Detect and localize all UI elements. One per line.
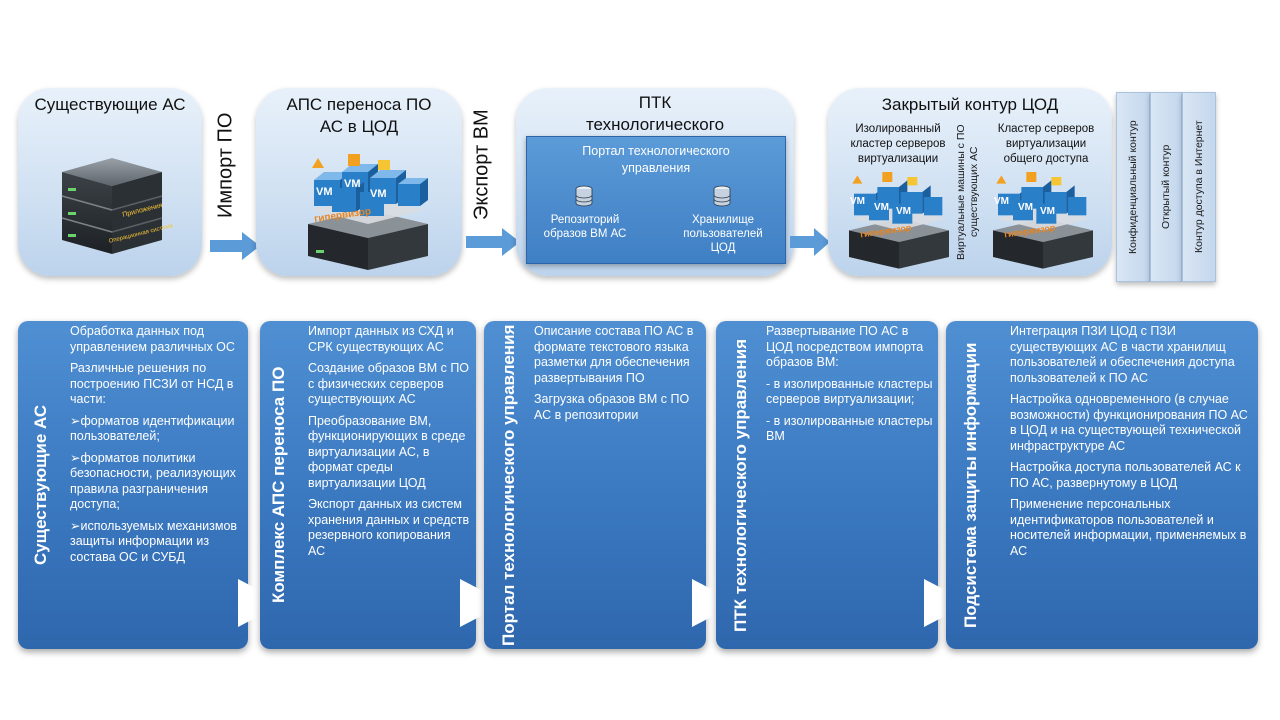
panel-body: Описание состава ПО АС в формате текстов…	[534, 324, 702, 429]
database-icon	[713, 185, 731, 207]
stage-closed-contour: Закрытый контур ЦОД Изолированный класте…	[828, 88, 1112, 276]
vm-label: VM	[1040, 206, 1055, 217]
vm-label: VM	[344, 178, 361, 190]
stage-aps-title: АПС переноса ПО АС в ЦОД	[286, 95, 432, 136]
arrow-right-icon	[466, 228, 520, 256]
panel-portal: Портал технологического управления Описа…	[484, 321, 738, 649]
contour-open: Открытый контур	[1150, 92, 1182, 282]
vm-label: VM	[316, 186, 333, 198]
stage-ptk: ПТК технологического управления Портал т…	[516, 88, 794, 276]
panel-paragraph: ➢используемых механизмов защиты информац…	[70, 518, 238, 564]
panel-paragraph: Создание образов ВМ с ПО с физических се…	[308, 361, 470, 406]
panel-paragraph: ➢форматов политики безопасности, реализу…	[70, 450, 236, 512]
contour-open-label: Открытый контур	[1160, 144, 1172, 230]
vm-label: VM	[850, 196, 865, 207]
stage-existing-as: Существующие АС Приложения Операционная …	[18, 88, 202, 276]
panel-security: Подсистема защиты информации Интеграция …	[946, 321, 1258, 649]
panel-paragraph: Интеграция ПЗИ ЦОД с ПЗИ существующих АС…	[1010, 324, 1235, 385]
panel-title: ПТК технологического управления	[731, 338, 750, 632]
arrow-right-icon	[790, 228, 830, 256]
vm-label: VM	[1018, 202, 1033, 213]
panel-paragraph: Развертывание ПО АС в ЦОД посредством им…	[766, 324, 924, 369]
database-icon	[575, 185, 593, 207]
panel-paragraph: Экспорт данных из систем хранения данных…	[308, 497, 470, 558]
panel-paragraph: Настройка одновременного (в случае возмо…	[1010, 392, 1248, 453]
panel-paragraph: Импорт данных из СХД и СРК существующих …	[308, 324, 454, 354]
server-stack-icon	[61, 158, 163, 254]
panel-paragraph: Загрузка образов ВМ с ПО АС в репозитори…	[534, 392, 690, 422]
vm-label: VM	[896, 206, 911, 217]
user-storage-label: Хранилище пользователей ЦОД	[683, 214, 763, 254]
panel-title: Подсистема защиты информации	[961, 342, 980, 628]
vm-label: VM	[994, 196, 1009, 207]
contour-confidential-label: Конфиденциальный контур	[1127, 120, 1139, 254]
general-cluster-label: Кластер серверов виртуализации общего до…	[997, 123, 1095, 165]
panel-body: Интеграция ПЗИ ЦОД с ПЗИ существующих АС…	[1010, 324, 1250, 565]
stage-closed-contour-title: Закрытый контур ЦОД	[881, 95, 1059, 114]
isolated-cluster-server-icon	[849, 172, 949, 269]
panel-title: Портал технологического управления	[499, 324, 518, 646]
portal-box: Портал технологического управления Репоз…	[526, 136, 786, 264]
panel-paragraph: Обработка данных под управлением различн…	[70, 324, 235, 354]
export-vm-label: Экспорт ВМ	[470, 109, 493, 221]
portal-title: Портал технологического управления	[582, 144, 730, 175]
panel-title: Существующие АС	[31, 404, 50, 566]
panel-ptk: ПТК технологического управления Разверты…	[716, 321, 970, 649]
panel-paragraph: Применение персональных идентификаторов …	[1010, 497, 1247, 558]
general-cluster-server-icon	[993, 172, 1093, 269]
stage-aps: АПС переноса ПО АС в ЦОД VM VM VM гиперв…	[256, 88, 462, 276]
isolated-cluster-label: Изолированный кластер серверов виртуализ…	[850, 123, 946, 165]
panel-paragraph: ➢форматов идентификации пользователей;	[70, 413, 235, 444]
panel-existing-as: Существующие АС Обработка данных под упр…	[18, 321, 284, 649]
panel-title: Комплекс АПС переноса ПО	[269, 366, 288, 604]
repository-label: Репозиторий образов ВМ АС	[543, 214, 627, 240]
panel-aps-complex: Комплекс АПС переноса ПО Импорт данных и…	[260, 321, 506, 649]
panel-paragraph: - в изолированные кластеры ВМ	[766, 413, 933, 444]
import-software-label: Импорт ПО	[214, 112, 237, 218]
contour-internet: Контур доступа в Интернет	[1182, 92, 1216, 282]
panel-paragraph: - в изолированные кластеры серверов вирт…	[766, 376, 933, 407]
panel-paragraph: Различные решения по построению ПСЗИ от …	[70, 361, 234, 406]
stage-existing-as-title: Существующие АС	[34, 95, 186, 114]
arrow-right-icon	[210, 232, 260, 260]
virtualization-server-icon	[308, 154, 428, 270]
panel-paragraph: Описание состава ПО АС в формате текстов…	[534, 324, 694, 385]
vm-label: VM	[370, 188, 387, 200]
vm-label: VM	[874, 202, 889, 213]
panel-paragraph: Преобразование ВМ, функционирующих в сре…	[308, 413, 466, 490]
panel-paragraph: Настройка доступа пользователей АС к ПО …	[1010, 460, 1241, 490]
contour-confidential: Конфиденциальный контур	[1116, 92, 1150, 282]
panel-body: Развертывание ПО АС в ЦОД посредством им…	[766, 324, 934, 451]
panel-body: Импорт данных из СХД и СРК существующих …	[308, 324, 470, 565]
panel-body: Обработка данных под управлением различн…	[70, 324, 242, 571]
contour-internet-label: Контур доступа в Интернет	[1193, 120, 1205, 254]
